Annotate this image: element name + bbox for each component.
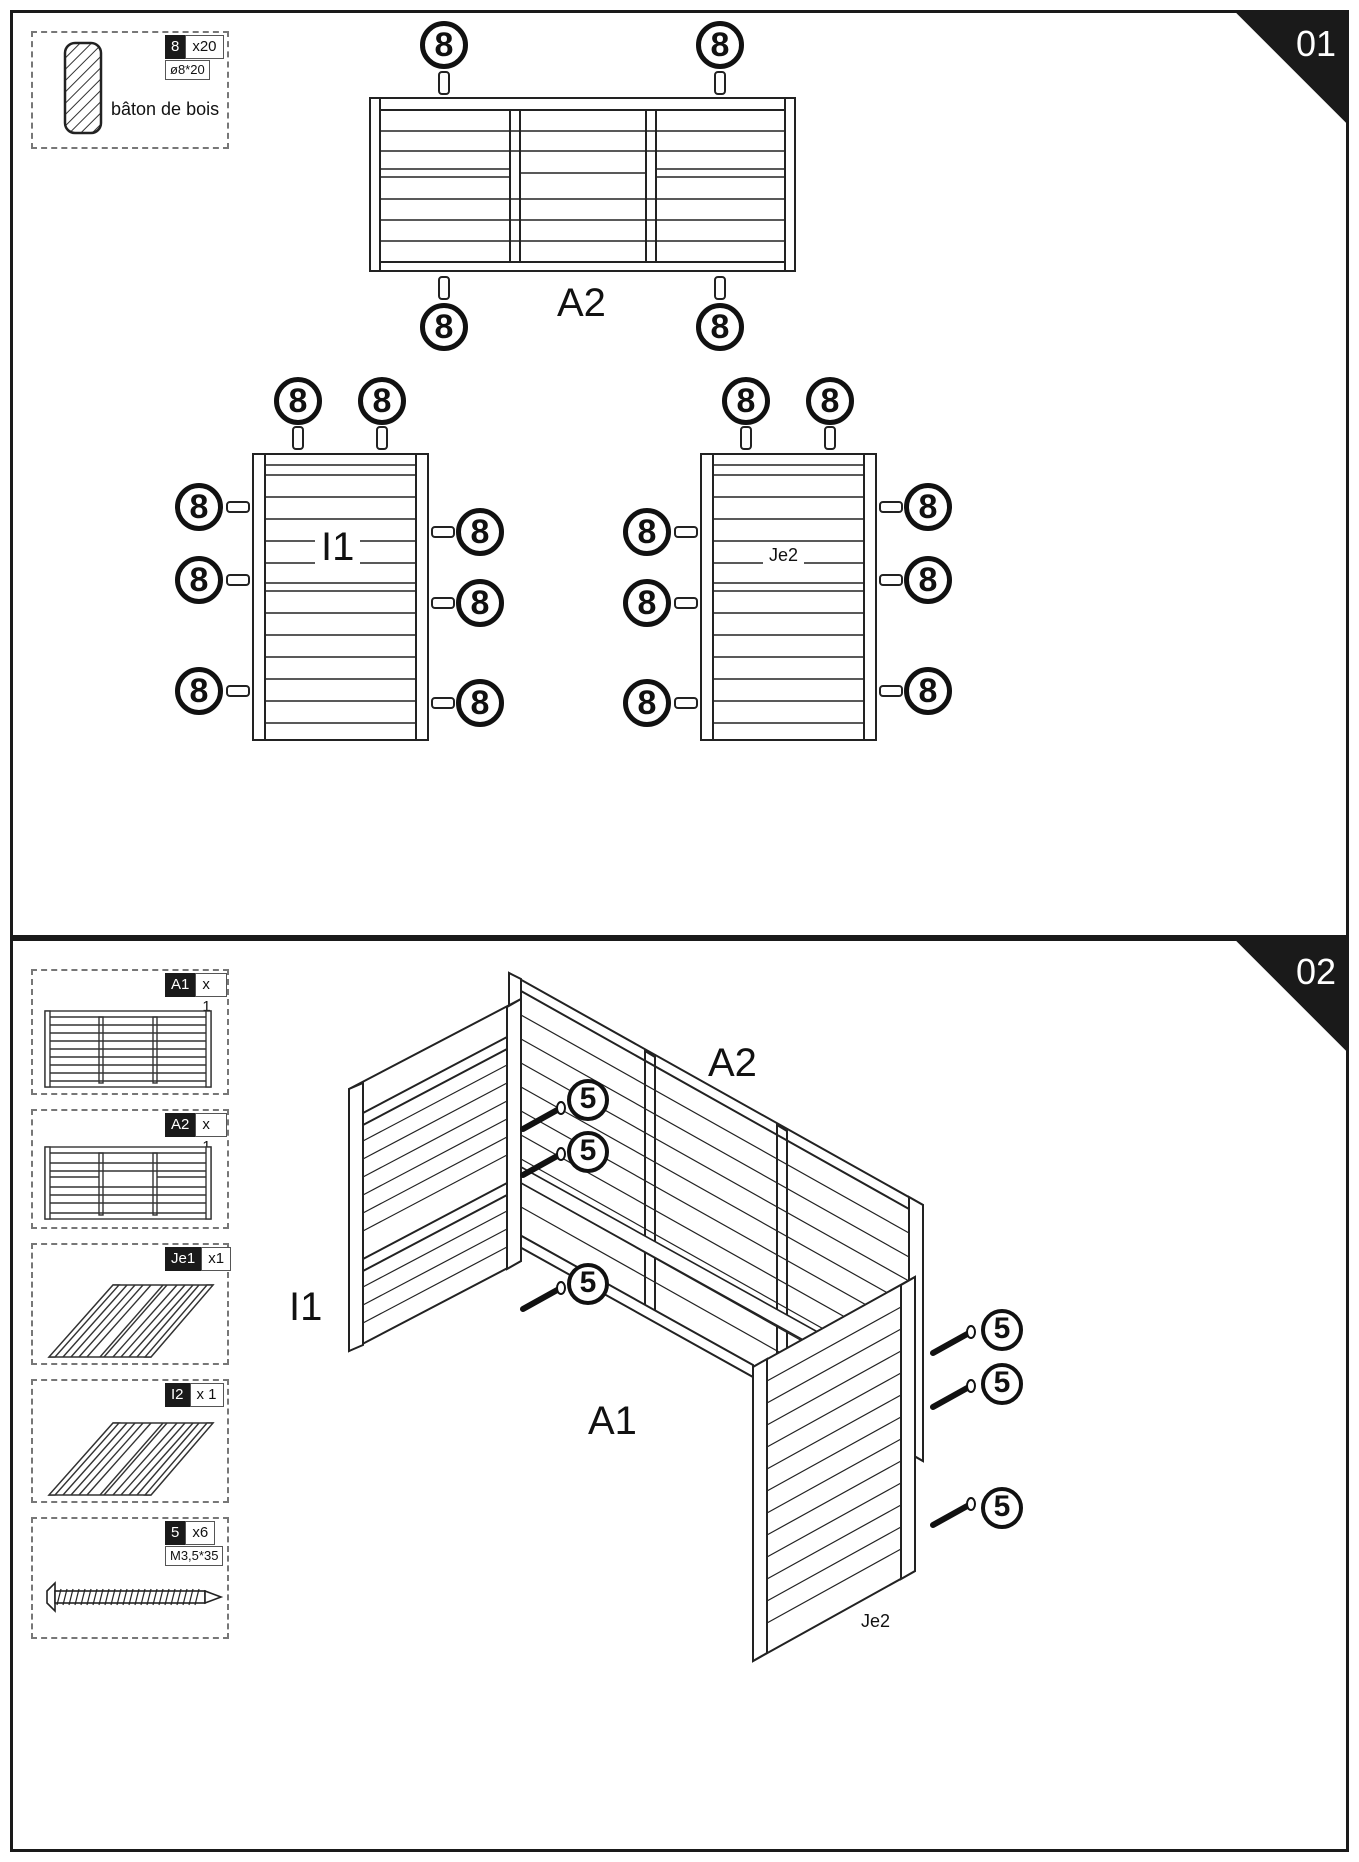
callout-dowel: 8 [175,556,223,604]
callout-dowel: 8 [456,579,504,627]
label-je2: Je2 [763,545,805,566]
part-qty: x 1 [195,973,227,1015]
hardware-badge: 8 x20 [165,35,224,59]
screw-icon [46,1581,224,1613]
hardware-id: 8 [165,35,186,59]
part-a2-thumbnail [44,1146,212,1220]
part-box-a2: A2 x 1 [31,1109,229,1229]
callout-dowel: 8 [623,679,671,727]
hardware-qty: x20 [185,35,224,59]
part-badge: Je1 x1 [165,1247,232,1271]
label-i1: I1 [289,1285,323,1329]
callout-dowel: 8 [904,556,952,604]
callout-dowel: 8 [904,483,952,531]
screws [520,1106,972,1528]
callout-dowel: 8 [456,679,504,727]
callout-screw: 5 [567,1079,609,1121]
panel-i1-3d [348,997,522,1353]
part-qty: x 1 [189,1383,224,1407]
screw-box: 5 x6 M3,5*35 [31,1517,229,1639]
callout-screw: 5 [981,1487,1023,1529]
part-qty: x1 [201,1247,232,1271]
label-a2: A2 [553,281,610,326]
part-badge: A2 x 1 [165,1113,227,1155]
part-a1-thumbnail [44,1010,212,1088]
label-je2: Je2 [861,1611,891,1631]
callout-dowel: 8 [420,21,468,69]
callout-screw: 5 [567,1131,609,1173]
part-i2-thumbnail [47,1422,215,1496]
screw-id: 5 [165,1521,186,1545]
step-01-panel: 01 8 x20 ø8*20 bâton de bois [10,10,1349,938]
callout-dowel: 8 [274,377,322,425]
step-number: 02 [1295,951,1336,992]
step-02-assembly-drawing [348,971,976,1663]
callout-screw: 5 [981,1309,1023,1351]
label-a1: A1 [588,1399,637,1443]
hardware-name: bâton de bois [111,99,220,119]
part-badge: A1 x 1 [165,973,227,1015]
callout-dowel: 8 [175,483,223,531]
callout-dowel: 8 [696,21,744,69]
part-box-i2: I2 x 1 [31,1379,229,1503]
callout-dowel: 8 [623,508,671,556]
part-id: A1 [165,973,196,997]
part-badge: I2 x 1 [165,1383,224,1407]
part-id: Je1 [165,1247,202,1271]
panel-a2 [369,97,796,272]
step-01-drawing [226,71,903,741]
step-number-corner [1229,941,1346,1058]
wood-dowel-icon [63,41,103,135]
panel-je2-3d [752,1275,916,1663]
screw-qty: x6 [185,1521,216,1545]
callout-screw: 5 [567,1263,609,1305]
screw-badge: 5 x6 [165,1521,216,1545]
part-id: A2 [165,1113,196,1137]
part-box-je1: Je1 x1 [31,1243,232,1365]
callout-dowel: 8 [806,377,854,425]
part-je1-thumbnail [47,1284,215,1358]
callout-dowel: 8 [420,303,468,351]
callout-dowel: 8 [623,579,671,627]
label-a2: A2 [708,1041,757,1085]
step-02-panel: 02 A1 x 1 A2 x 1 [10,938,1349,1852]
callout-dowel: 8 [175,667,223,715]
callout-screw: 5 [981,1363,1023,1405]
callout-dowel: 8 [696,303,744,351]
hardware-spec: ø8*20 [165,60,210,80]
part-id: I2 [165,1383,190,1407]
callout-dowel: 8 [904,667,952,715]
callout-dowel: 8 [456,508,504,556]
callout-dowel: 8 [358,377,406,425]
hardware-box: 8 x20 ø8*20 bâton de bois [31,31,229,149]
screw-spec: M3,5*35 [165,1546,224,1566]
panel-i1 [252,453,429,741]
label-i1: I1 [315,525,361,570]
step-number: 01 [1295,23,1336,64]
callout-dowel: 8 [722,377,770,425]
panel-je2 [700,453,877,741]
step-number-corner [1229,13,1346,130]
part-box-a1: A1 x 1 [31,969,229,1095]
